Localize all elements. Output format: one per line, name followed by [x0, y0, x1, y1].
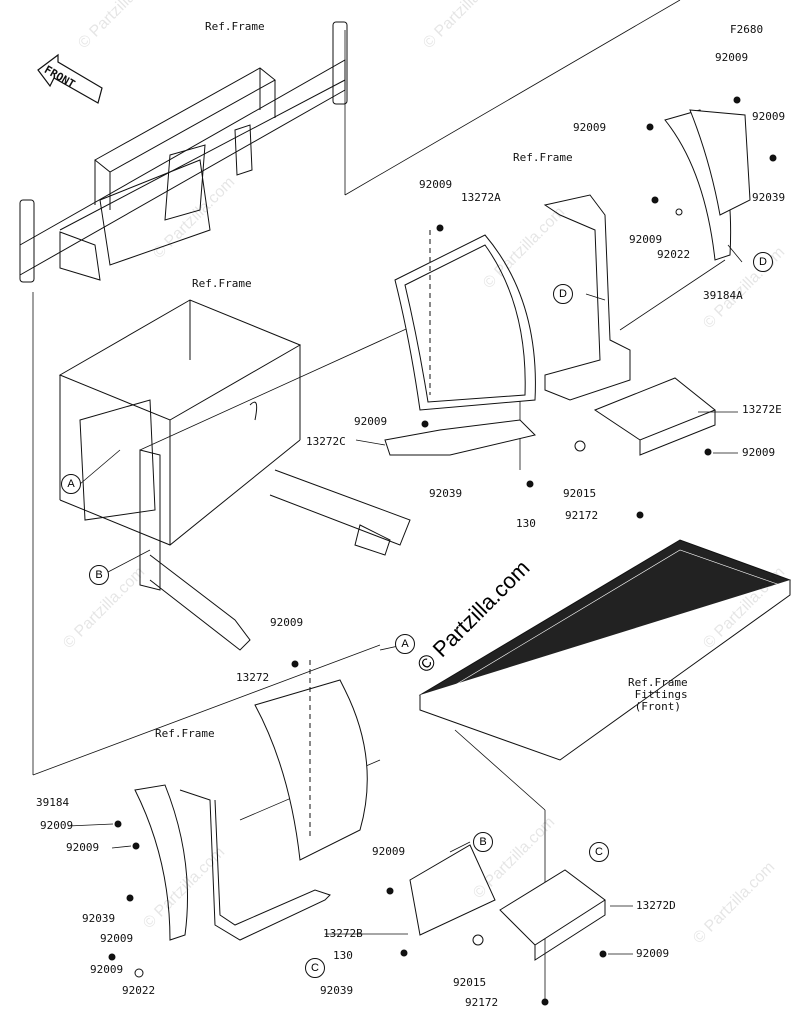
- part-number-label: 92009: [742, 446, 776, 459]
- part-number-label: 39184A: [703, 289, 743, 302]
- part-number-label: 92009: [629, 233, 663, 246]
- callout-c: C: [305, 958, 325, 978]
- floor-mat-drawing: [418, 539, 792, 761]
- part-number-label: 92022: [657, 248, 691, 261]
- callout-b: B: [473, 832, 493, 852]
- part-number-label: 13272D: [636, 899, 676, 912]
- part-number-label: 92015: [453, 976, 487, 989]
- part-number-label: 92009: [715, 51, 749, 64]
- callout-b: B: [89, 565, 109, 585]
- part-number-label: 13272A: [461, 191, 501, 204]
- part-number-label: 92009: [354, 415, 388, 428]
- part-number-label: 130: [516, 517, 536, 530]
- callout-a: A: [61, 474, 81, 494]
- part-number-label: 92039: [320, 984, 354, 997]
- part-number-label: 92172: [565, 509, 599, 522]
- figure-code: F2680: [730, 23, 764, 36]
- part-number-label: 13272E: [742, 403, 782, 416]
- front-arrow: [37, 53, 103, 104]
- part-number-label: 92009: [90, 963, 124, 976]
- part-number-label: 39184: [36, 796, 70, 809]
- part-number-label: 92039: [82, 912, 116, 925]
- plate-13272e-drawing: [593, 377, 716, 456]
- part-number-label: 92009: [270, 616, 304, 629]
- bracket-lower-left-drawing: [134, 784, 331, 941]
- part-number-label: 92172: [465, 996, 499, 1009]
- ref-frame-fittings-label: Ref.Frame Fittings (Front): [628, 676, 688, 713]
- part-number-label: 92039: [752, 191, 786, 204]
- part-number-label: 92009: [636, 947, 670, 960]
- ref-frame-label: Ref.Frame: [192, 277, 252, 290]
- part-number-label: 92009: [40, 819, 74, 832]
- ref-frame-label: Ref.Frame: [205, 20, 265, 33]
- callout-d: D: [553, 284, 573, 304]
- part-number-label: 13272C: [306, 435, 346, 448]
- part-number-label: 130: [333, 949, 353, 962]
- part-number-label: 13272: [236, 671, 270, 684]
- part-number-label: 92009: [419, 178, 453, 191]
- callout-d: D: [753, 252, 773, 272]
- fender-13272a-drawing: [394, 230, 536, 411]
- plate-13272d-drawing: [499, 869, 606, 961]
- center-frame-drawing: [58, 299, 411, 651]
- part-number-label: 92009: [752, 110, 786, 123]
- callout-c: C: [589, 842, 609, 862]
- part-number-label: 92009: [372, 845, 406, 858]
- fasteners: [108, 96, 777, 1006]
- splash-13272c-drawing: [384, 419, 536, 456]
- rear-frame-drawing: [19, 21, 348, 283]
- part-number-label: 13272B: [323, 927, 363, 940]
- part-number-label: 92009: [66, 841, 100, 854]
- splash-13272b-drawing: [409, 844, 496, 936]
- part-number-label: 92009: [100, 932, 134, 945]
- part-number-label: 92039: [429, 487, 463, 500]
- callout-a: A: [395, 634, 415, 654]
- ref-frame-label: Ref.Frame: [155, 727, 215, 740]
- part-number-label: 92022: [122, 984, 156, 997]
- fender-13272-drawing: [254, 660, 368, 861]
- bracket-upper-right-drawing: [543, 109, 751, 401]
- ref-frame-label: Ref.Frame: [513, 151, 573, 164]
- part-number-label: 92009: [573, 121, 607, 134]
- part-number-label: 92015: [563, 487, 597, 500]
